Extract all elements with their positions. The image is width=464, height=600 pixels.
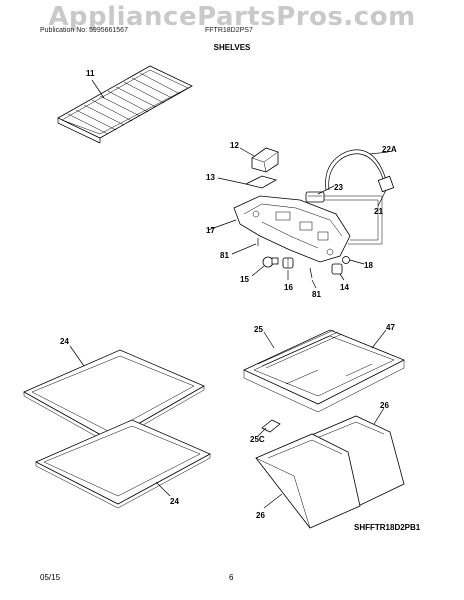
slide-25C (261, 419, 281, 433)
knob-16 (282, 257, 294, 269)
callout-13: 13 (206, 173, 215, 182)
crisper-drawer-26-left (255, 433, 361, 529)
publication-number: Publication No: 5995661567 (40, 27, 128, 34)
light-shield-12 (251, 147, 279, 173)
callout-81: 81 (220, 251, 229, 260)
bracket-13 (244, 175, 278, 189)
callout-26-left: 26 (256, 511, 265, 520)
callout-18: 18 (364, 261, 373, 270)
diagram-code: SHFFTR18D2PB1 (354, 523, 421, 532)
callout-24-upper: 24 (60, 337, 69, 346)
glass-shelf-24-upper (23, 349, 205, 445)
fastener-18 (342, 256, 350, 264)
leader-lines (69, 79, 389, 509)
callout-22A: 22A (382, 145, 397, 154)
wire-harness-22A (325, 149, 395, 193)
crisper-cover-25 (243, 329, 405, 413)
page-number: 6 (229, 573, 234, 582)
callout-14: 14 (340, 283, 349, 292)
footer-date: 05/15 (40, 573, 61, 582)
callout-23: 23 (334, 183, 343, 192)
callout-25: 25 (254, 325, 263, 334)
light-socket-23 (305, 191, 325, 203)
pin-81 (257, 238, 313, 279)
knob-14 (331, 263, 343, 275)
callout-25C: 25C (250, 435, 265, 444)
callout-21: 21 (374, 207, 383, 216)
glass-shelf-24-lower (35, 419, 211, 509)
callout-11: 11 (86, 69, 95, 78)
callout-16: 16 (284, 283, 293, 292)
callout-47: 47 (386, 323, 395, 332)
wire-shelf-11 (57, 65, 193, 144)
callout-17: 17 (206, 226, 215, 235)
control-housing-17 (233, 195, 351, 263)
bulb-15 (262, 256, 279, 268)
callout-26-right: 26 (380, 401, 389, 410)
cabinet-outline (312, 195, 383, 245)
callout-labels: 11 12 22A 13 23 21 17 81 18 15 16 81 14 … (60, 69, 421, 532)
section-title: SHELVES (213, 43, 251, 52)
callout-24-lower: 24 (170, 497, 179, 506)
callout-15: 15 (240, 275, 249, 284)
watermark: AppliancePartsPros.com (48, 2, 416, 32)
model-number: FFTR18D2PS7 (205, 27, 253, 34)
callout-81b: 81 (312, 290, 321, 299)
callout-12: 12 (230, 141, 239, 150)
